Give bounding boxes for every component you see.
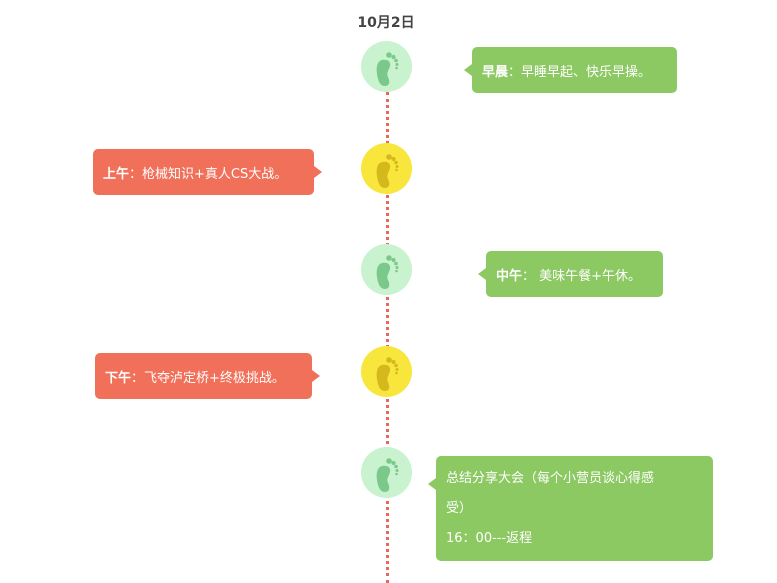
event-label-forenoon: 上午: [103, 166, 130, 182]
event-label-noon: 中午: [496, 268, 523, 284]
summary-line-1: 总结分享大会（每个小营员谈心得感: [446, 471, 655, 486]
footprint-icon: [376, 357, 399, 391]
timeline-node-evening: [361, 447, 412, 498]
event-text-forenoon: ：枪械知识+真人CS大战。: [129, 166, 288, 182]
date-title: 10月2日: [357, 15, 415, 31]
event-label-morning: 早晨: [482, 64, 509, 80]
event-text-afternoon: ：飞夺泸定桥+终极挑战。: [131, 370, 285, 386]
timeline-node-morning: [361, 41, 412, 92]
footprint-icon: [376, 255, 399, 289]
timeline-line: [386, 92, 389, 583]
event-text-morning: ：早睡早起、快乐早操。: [508, 64, 652, 80]
footprint-icon: [376, 52, 399, 86]
summary-line-3: 16：00---返程: [446, 531, 533, 546]
footprint-icon: [376, 154, 399, 188]
event-bubble-morning: 早晨：早睡早起、快乐早操。: [464, 47, 677, 93]
event-bubble-forenoon: 上午：枪械知识+真人CS大战。: [93, 149, 322, 195]
summary-line-2: 受）: [446, 501, 473, 516]
footprint-icon: [376, 458, 399, 492]
event-text-noon: ： 美味午餐+午休。: [522, 268, 642, 284]
event-label-afternoon: 下午: [105, 370, 132, 386]
event-bubble-noon: 中午： 美味午餐+午休。: [478, 251, 663, 297]
event-bubble-afternoon: 下午：飞夺泸定桥+终极挑战。: [95, 353, 320, 399]
event-bubble-summary: 总结分享大会（每个小营员谈心得感 受） 16：00---返程: [428, 456, 713, 561]
timeline-node-forenoon: [361, 143, 412, 194]
timeline-node-afternoon: [361, 346, 412, 397]
timeline-node-noon: [361, 244, 412, 295]
